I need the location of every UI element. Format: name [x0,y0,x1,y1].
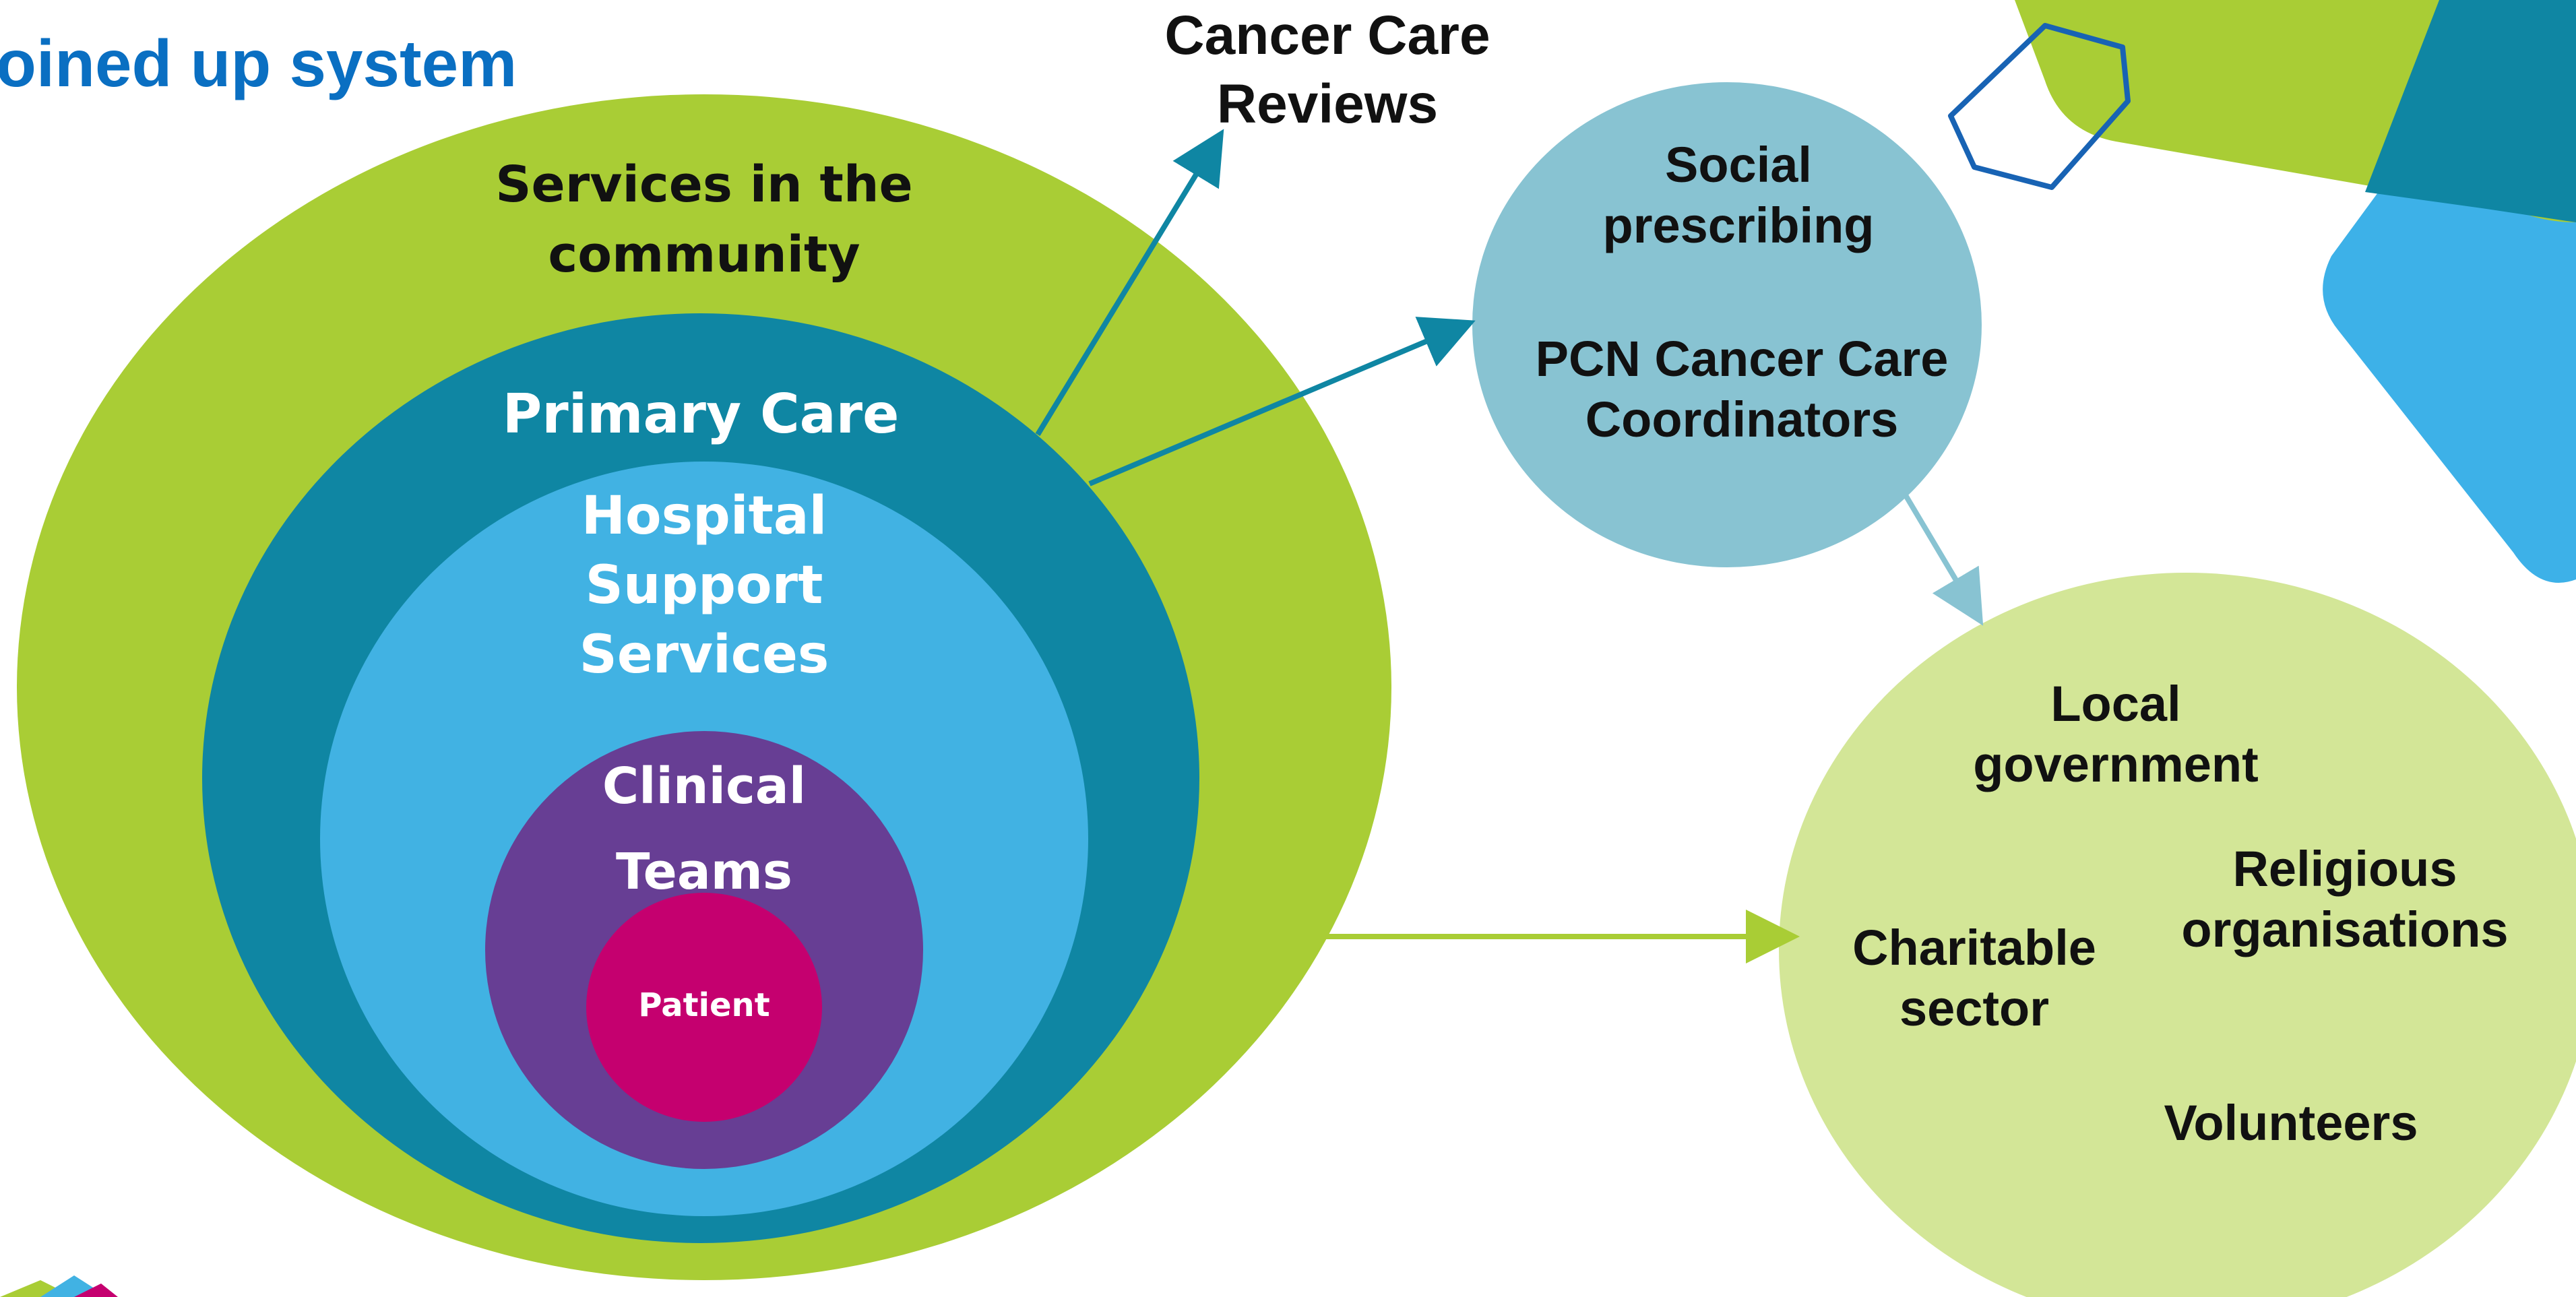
decor-teal-shape [2365,0,2576,222]
patient-ellipse [586,893,822,1122]
logo-fragment [0,1275,118,1297]
arrow-to-cancer-care-reviews [1035,129,1224,437]
charitable-sector-label: Charitable sector [1852,920,2096,1036]
pcn-coordinators-label: PCN Cancer Care Coordinators [1535,331,1949,447]
patient-label: Patient [638,986,770,1024]
page-title: oined up system [0,26,517,100]
decor-hexagon-outline [1948,23,2131,190]
arrow-social-to-community [1903,493,1984,626]
services-community-label: Services in the community [495,156,913,284]
clinical-teams-label: Clinical Teams [602,757,807,901]
religious-organisations-label: Religious organisations [2181,841,2509,957]
decorative-shapes [1948,0,2576,583]
hospital-support-label: Hospital Support Services [579,486,829,685]
social-circle [1472,82,1982,567]
primary-care-label: Primary Care [502,383,900,445]
local-government-label: Local government [1973,676,2259,792]
social-prescribing-label: Social prescribing [1602,137,1875,253]
arrow-to-social-circle [1088,317,1476,486]
volunteers-label: Volunteers [2164,1095,2418,1151]
cancer-care-reviews-label: Cancer Care Reviews [1164,5,1490,135]
community-circle [1779,573,2576,1297]
